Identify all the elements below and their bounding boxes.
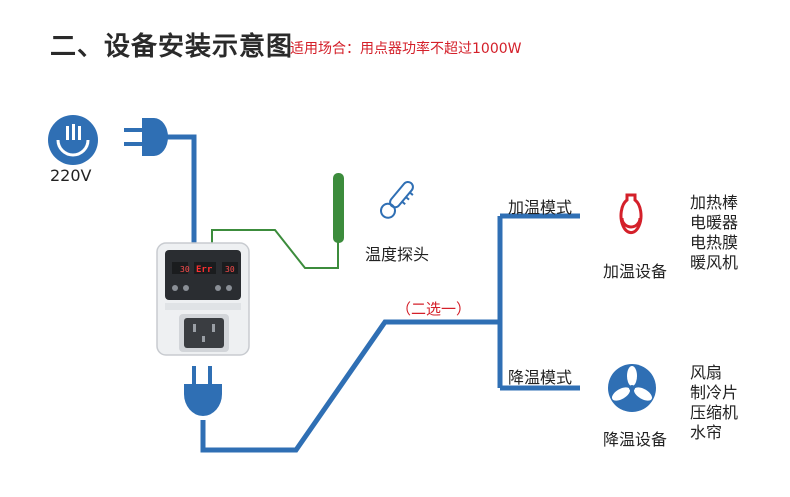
list-item: 水帘 [690, 423, 723, 442]
list-item: 暖风机 [690, 253, 739, 272]
cooling-mode-label: 降温模式 [508, 368, 573, 387]
voltage-label: 220V [50, 166, 92, 185]
probe-wire [211, 229, 339, 269]
display-right-value: 30 [225, 265, 235, 274]
temperature-probe [333, 173, 344, 243]
heater-icon [619, 193, 643, 235]
cooling-device-label: 降温设备 [603, 430, 668, 449]
power-source-icon [48, 115, 98, 165]
input-plug-icon [124, 118, 168, 156]
fan-icon [608, 364, 656, 412]
output-wire [200, 213, 580, 453]
power-limit-note: 适用场合：用点器功率不超过1000W [290, 41, 522, 57]
heating-mode-label: 加温模式 [508, 198, 573, 217]
list-item: 电热膜 [690, 233, 739, 252]
heating-device-label: 加温设备 [603, 262, 668, 281]
display-left-value: 30 [180, 265, 190, 274]
temperature-controller [156, 242, 250, 356]
list-item: 制冷片 [690, 383, 739, 402]
output-plug-icon [184, 366, 222, 416]
power-wire [165, 134, 197, 243]
probe-label: 温度探头 [365, 245, 430, 264]
page-title: 二、设备安装示意图 [50, 32, 294, 62]
display-center-value: Err [196, 265, 213, 275]
select-one-label: （二选一） [396, 300, 472, 318]
list-item: 压缩机 [690, 403, 739, 422]
list-item: 风扇 [690, 363, 723, 382]
cooling-device-list: 风扇 制冷片 压缩机 水帘 [690, 363, 738, 443]
list-item: 电暖器 [690, 213, 739, 232]
heating-device-list: 加热棒 电暖器 电热膜 暖风机 [690, 193, 738, 273]
thermometer-icon [380, 180, 414, 219]
list-item: 加热棒 [690, 193, 739, 212]
